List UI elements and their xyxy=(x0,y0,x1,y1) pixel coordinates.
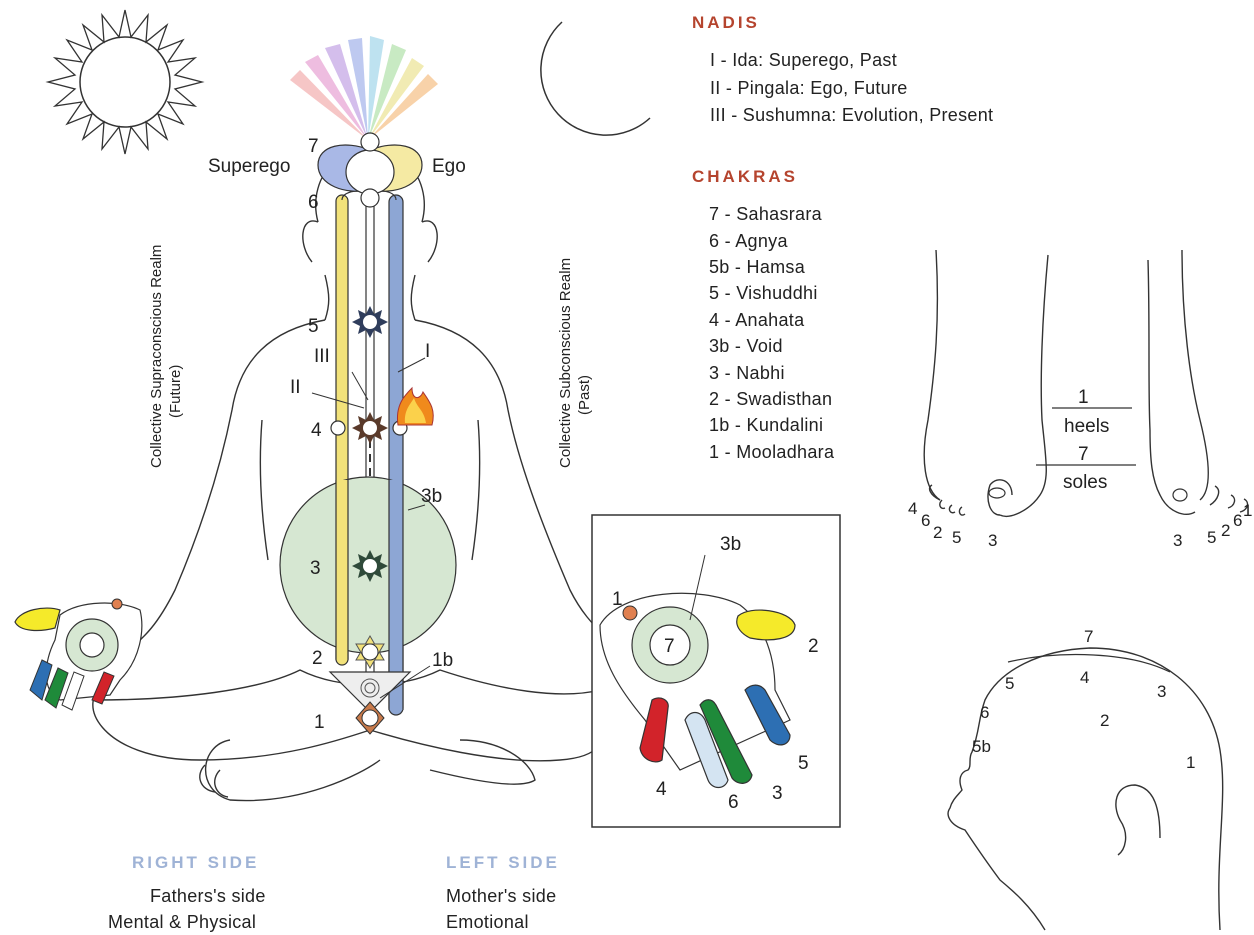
feet-soles-number: 7 xyxy=(1078,444,1089,465)
chakra-1-node-icon xyxy=(356,702,384,734)
chakras-item: 3 - Nabhi xyxy=(709,363,785,383)
moon-icon xyxy=(541,22,650,135)
chakras-item: 1b - Kundalini xyxy=(709,415,823,435)
feet-heels-label: heels xyxy=(1064,416,1109,437)
right-foot-toe-label: 1 xyxy=(1243,501,1252,520)
head-point-4: 4 xyxy=(1080,668,1089,687)
left-side-heading: LEFT SIDE xyxy=(446,853,560,872)
chakras-item: 7 - Sahasrara xyxy=(709,204,823,224)
label-nadi-1: I xyxy=(425,341,430,362)
hand-inset-4-label: 4 xyxy=(656,779,667,800)
label-nadi-2: II xyxy=(290,377,301,398)
left-foot-toe-label: 2 xyxy=(933,523,942,542)
head-point-5: 5 xyxy=(1005,674,1014,693)
label-chakra-2: 2 xyxy=(312,648,323,669)
chakras-item: 4 - Anahata xyxy=(709,310,805,330)
label-chakra-1: 1 xyxy=(314,712,325,733)
feet-soles-label: soles xyxy=(1063,472,1107,493)
realm-left-label: Collective Supraconscious Realm (Future) xyxy=(148,245,184,468)
right-side-line1: Fathers's side xyxy=(150,886,266,906)
hand-inset-1-label: 1 xyxy=(612,589,623,610)
chakra-7-node xyxy=(361,133,379,151)
right-foot-toe-label: 6 xyxy=(1233,511,1242,530)
label-chakra-1b: 1b xyxy=(432,650,453,671)
chakras-item: 5 - Vishuddhi xyxy=(709,283,818,303)
sahasrara-rays xyxy=(290,36,438,140)
right-side-heading: RIGHT SIDE xyxy=(132,853,259,872)
hand-inset-2-label: 2 xyxy=(808,636,819,657)
chakras-item: 1 - Mooladhara xyxy=(709,442,835,462)
label-chakra-5: 5 xyxy=(308,316,319,337)
head-point-1: 1 xyxy=(1186,753,1195,772)
nadis-item: II - Pingala: Ego, Future xyxy=(710,78,908,98)
small-hand-icon xyxy=(15,599,142,710)
left-side-line2: Emotional xyxy=(446,912,529,932)
chakras-heading: CHAKRAS xyxy=(692,167,798,186)
head-profile-drawing xyxy=(948,648,1223,930)
nadis-heading: NADIS xyxy=(692,13,760,32)
head-point-7: 7 xyxy=(1084,627,1093,646)
svg-text:(Future): (Future) xyxy=(167,365,184,418)
chakras-item: 2 - Swadisthan xyxy=(709,389,832,409)
label-chakra-3b: 3b xyxy=(421,486,442,507)
label-chakra-7: 7 xyxy=(308,136,319,157)
label-superego: Superego xyxy=(208,156,290,177)
chakras-item: 6 - Agnya xyxy=(709,231,788,251)
head-point-2: 2 xyxy=(1100,711,1109,730)
right-foot-toe-label: 3 xyxy=(1173,531,1182,550)
head-point-6: 6 xyxy=(980,703,989,722)
svg-text:Collective Subconscious Realm: Collective Subconscious Realm xyxy=(557,258,574,468)
label-chakra-4: 4 xyxy=(311,420,322,441)
right-foot-toe-label: 2 xyxy=(1221,521,1230,540)
label-nadi-3: III xyxy=(314,346,330,367)
hand-inset xyxy=(592,515,840,827)
left-side-line1: Mother's side xyxy=(446,886,556,906)
sun-icon xyxy=(48,10,202,154)
chakras-item: 5b - Hamsa xyxy=(709,257,806,277)
head-point-5b: 5b xyxy=(972,737,991,756)
realm-right-label: Collective Subconscious Realm (Past) xyxy=(557,258,593,468)
label-ego: Ego xyxy=(432,156,466,177)
chakra-5-star-icon xyxy=(352,306,388,338)
right-foot-toe-label: 5 xyxy=(1207,528,1216,547)
head-point-3: 3 xyxy=(1157,682,1166,701)
svg-text:Collective Supraconscious Real: Collective Supraconscious Realm xyxy=(148,245,165,468)
chakra-6-node xyxy=(361,189,379,207)
hand-inset-5-label: 5 xyxy=(798,753,809,774)
hand-inset-6-label: 6 xyxy=(728,792,739,813)
nadis-item: I - Ida: Superego, Past xyxy=(710,50,897,70)
feet-heels-number: 1 xyxy=(1078,387,1089,408)
chakras-item: 3b - Void xyxy=(709,336,783,356)
hand-inset-3-label: 3 xyxy=(772,783,783,804)
left-foot-toe-label: 6 xyxy=(921,511,930,530)
left-foot-toe-label: 5 xyxy=(952,528,961,547)
svg-text:(Past): (Past) xyxy=(576,375,593,415)
right-side-line2: Mental & Physical xyxy=(108,912,256,932)
label-chakra-3: 3 xyxy=(310,558,321,579)
left-foot-toe-label: 4 xyxy=(908,499,917,518)
chakra-4-star-icon xyxy=(352,412,388,444)
label-chakra-6: 6 xyxy=(308,192,319,213)
hand-inset-center-label: 7 xyxy=(664,636,675,657)
hand-inset-void-label: 3b xyxy=(720,534,741,555)
nadis-item: III - Sushumna: Evolution, Present xyxy=(710,105,993,125)
left-foot-toe-label: 3 xyxy=(988,531,997,550)
